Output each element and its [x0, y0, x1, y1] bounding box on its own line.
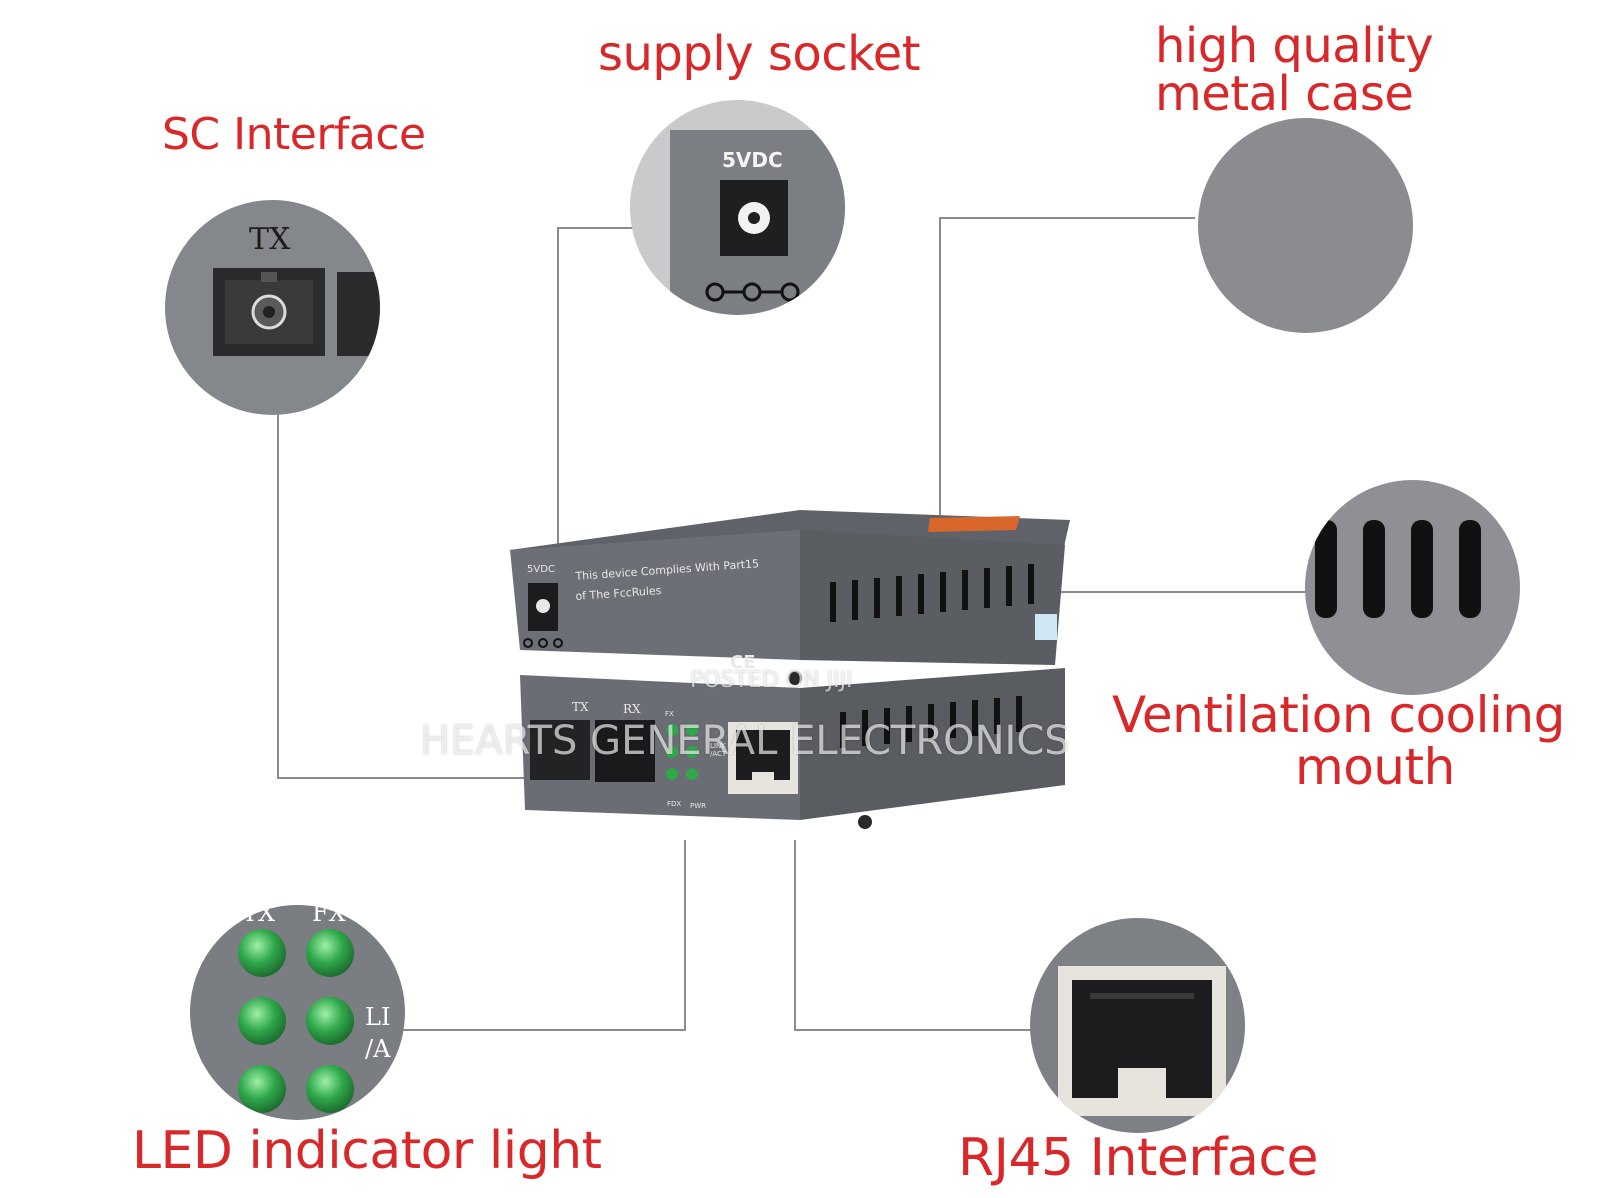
rj45-interface-closeup: [1030, 918, 1245, 1133]
ventilation-label-line1: Ventilation cooling: [1112, 686, 1565, 744]
metal-case-label-line1: high quality: [1155, 18, 1434, 74]
sc-port-icon: [213, 268, 380, 356]
led-label-link: LI: [365, 1003, 391, 1031]
device-port-label: 5VDC: [527, 564, 555, 575]
metal-case-label-line2: metal case: [1155, 66, 1414, 122]
bottom-unit-rx-label: RX: [623, 702, 641, 716]
sc-interface-connector: [277, 410, 560, 779]
watermark-store: HEARTS GENERAL ELECTRONICS: [420, 718, 1070, 764]
led-lights-icon: [238, 929, 354, 1113]
metal-case-connector: [939, 217, 1195, 515]
led-indicator-closeup: TX FX LI /A: [190, 905, 405, 1120]
sc-interface-closeup: TX: [165, 200, 380, 415]
ce-mark: CE: [730, 652, 756, 673]
dc-jack-icon: [670, 130, 845, 315]
led-indicator-label: LED indicator light: [132, 1121, 602, 1181]
vent-slots-icon: [1315, 520, 1481, 618]
bottom-unit-tx-label: TX: [572, 700, 589, 714]
led-label-tx: TX: [242, 905, 276, 927]
rj45-interface-label: RJ45 Interface: [958, 1128, 1318, 1188]
led-label-fx: FX: [312, 905, 346, 927]
bottom-unit-led-label-fx: FX: [665, 710, 674, 718]
supply-socket-label: supply socket: [598, 26, 921, 82]
media-converter-device: [510, 510, 1070, 829]
bottom-unit-led-label-link: LINK /ACT: [710, 742, 727, 758]
watermark-posted: POSTED ON JIJI: [690, 668, 853, 693]
led-label-act: /A: [365, 1035, 391, 1063]
ventilation-label-line2: mouth: [1295, 738, 1455, 796]
supply-socket-closeup: 5VDC: [630, 100, 845, 315]
bottom-unit-led-label-pwr: PWR: [690, 802, 707, 810]
bottom-unit-led-label-fdx: FDX: [667, 800, 682, 808]
rj45-port-icon: [1058, 966, 1226, 1116]
sc-interface-label: SC Interface: [162, 109, 426, 160]
supply-port-label: 5VDC: [722, 148, 783, 172]
metal-case-closeup: [1198, 118, 1413, 333]
ventilation-closeup: [1305, 480, 1520, 695]
sc-port-label: TX: [249, 222, 291, 257]
supply-socket-connector: [557, 227, 640, 580]
rj45-connector: [794, 840, 1035, 1031]
led-connector: [400, 840, 686, 1031]
